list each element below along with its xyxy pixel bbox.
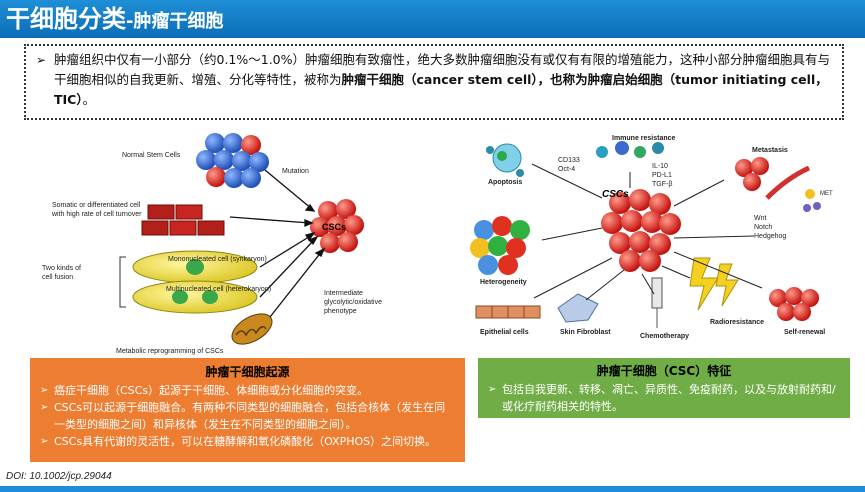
origin-list: 癌症干细胞（CSCs）起源于干细胞、体细胞或分化细胞的突变。 CSCs可以起源于… [40,382,455,450]
label-immune-resistance: Immune resistance [612,135,676,142]
csc-feature-box: 肿瘤干细胞（CSC）特征 包括自我更新、转移、凋亡、异质性、免疫耐药，以及与放射… [478,358,850,418]
label-metabolic: Metabolic reprogramming of CSCs [116,348,224,355]
label-self-renewal: Self-renewal [784,329,826,336]
label-cscs: CSCs [322,222,347,232]
label-metastasis: Metastasis [752,147,788,154]
arrow-bullet-icon: ➢ [36,53,47,67]
intro-box: ➢ 肿瘤组织中仅有一小部分（约0.1%～1.0%）肿瘤细胞有致瘤性，绝大多数肿瘤… [24,44,844,120]
title-sub: -肿瘤干细胞 [126,11,224,32]
normal-stem-cells-icon [196,133,269,188]
doi-citation: DOI: 10.1002/jcp.29044 [6,471,112,482]
label-cd133: CD133 [558,157,580,164]
label-intermediate: Intermediate glycolytic/oxidative phenot… [324,290,382,315]
apoptosis-icon [486,143,524,177]
skin-fibroblast-icon [557,293,599,323]
somatic-cells-icon [141,204,225,236]
label-somatic: Somatic or differentiated cell with high… [52,202,142,218]
label-tgfb: TGF-β [652,181,673,188]
central-csc-cluster-icon [601,189,681,272]
feature-arrows [531,163,763,301]
chemotherapy-icon [651,277,663,328]
label-apoptosis: Apoptosis [488,179,523,186]
features-diagram-graphic [470,141,821,328]
label-multinucleated: Multinucleated cell (heterokaryon) [166,286,272,293]
label-pdl1: PD-L1 [652,172,672,179]
title-bar: 干细胞分类-肿瘤干细胞 [0,0,865,38]
epithelial-cells-icon [475,305,541,319]
metastasis-icon [735,157,821,212]
feature-box-title: 肿瘤干细胞（CSC）特征 [596,364,732,378]
mitochondrion-icon [231,313,273,345]
label-notch: Notch [754,224,773,231]
label-il10: IL-10 [652,163,668,170]
heterokaryon-cell-icon [132,280,258,314]
page-title: 干细胞分类-肿瘤干细胞 [6,5,223,36]
label-radioresistance: Radioresistance [710,319,765,326]
origin-box-title: 肿瘤干细胞起源 [205,365,290,379]
intro-text-2: 。 [82,92,96,107]
label-chemotherapy: Chemotherapy [640,333,690,340]
label-cscs-center: CSCs [602,189,629,200]
label-met: MET [820,191,833,197]
label-mutation: Mutation [282,168,309,175]
self-renewal-icon [769,287,819,321]
label-two-kinds: Two kinds of cell fusion [42,265,81,281]
csc-features-diagram: Immune resistance CD133 Oct-4 Apoptosis … [462,128,847,348]
label-mononucleated: Mononucleated cell (synkaryon) [168,256,267,263]
label-hedgehog: Hedgehog [754,233,787,240]
label-normal-stem-cells: Normal Stem Cells [122,152,181,159]
label-skin-fibroblast: Skin Fibroblast [560,329,611,336]
bottom-bar [0,486,865,492]
csc-origin-box: 肿瘤干细胞起源 癌症干细胞（CSCs）起源于干细胞、体细胞或分化细胞的突变。 C… [30,358,465,462]
feature-item: 包括自我更新、转移、凋亡、异质性、免疫耐药，以及与放射耐药和/或化疗耐药相关的特… [488,381,840,415]
feature-list: 包括自我更新、转移、凋亡、异质性、免疫耐药，以及与放射耐药和/或化疗耐药相关的特… [488,381,840,415]
label-wnt: Wnt [754,215,767,222]
label-oct4: Oct-4 [558,166,576,173]
intro-text-1: 肿瘤组织中仅有一小部分（约0.1%～1.0%）肿瘤细胞有致瘤性，绝大多数肿瘤细胞… [54,52,831,87]
origin-arrows [229,169,326,318]
title-main: 干细胞分类 [6,5,126,33]
origin-item: 癌症干细胞（CSCs）起源于干细胞、体细胞或分化细胞的突变。 [40,382,455,399]
label-heterogeneity: Heterogeneity [480,279,527,286]
csc-origin-diagram: Normal Stem Cells Mutation Somatic or di… [30,125,430,360]
origin-diagram-graphic [119,133,364,345]
origin-item: CSCs具有代谢的灵活性，可以在糖酵解和氧化磷酸化（OXPHOS）之间切换。 [40,433,455,450]
intro-bold-term: 肿瘤干细胞（cancer stem cell），也称为肿瘤启始细胞（tumor … [54,72,828,107]
heterogeneity-icon [470,216,530,275]
label-epithelial: Epithelial cells [480,329,529,336]
immune-resistance-icon [596,141,664,158]
origin-item: CSCs可以起源于细胞融合。有两种不同类型的细胞融合，包括合核体（发生在同一类型… [40,399,455,433]
radioresistance-icon [689,257,739,311]
csc-cluster-icon [310,199,364,253]
